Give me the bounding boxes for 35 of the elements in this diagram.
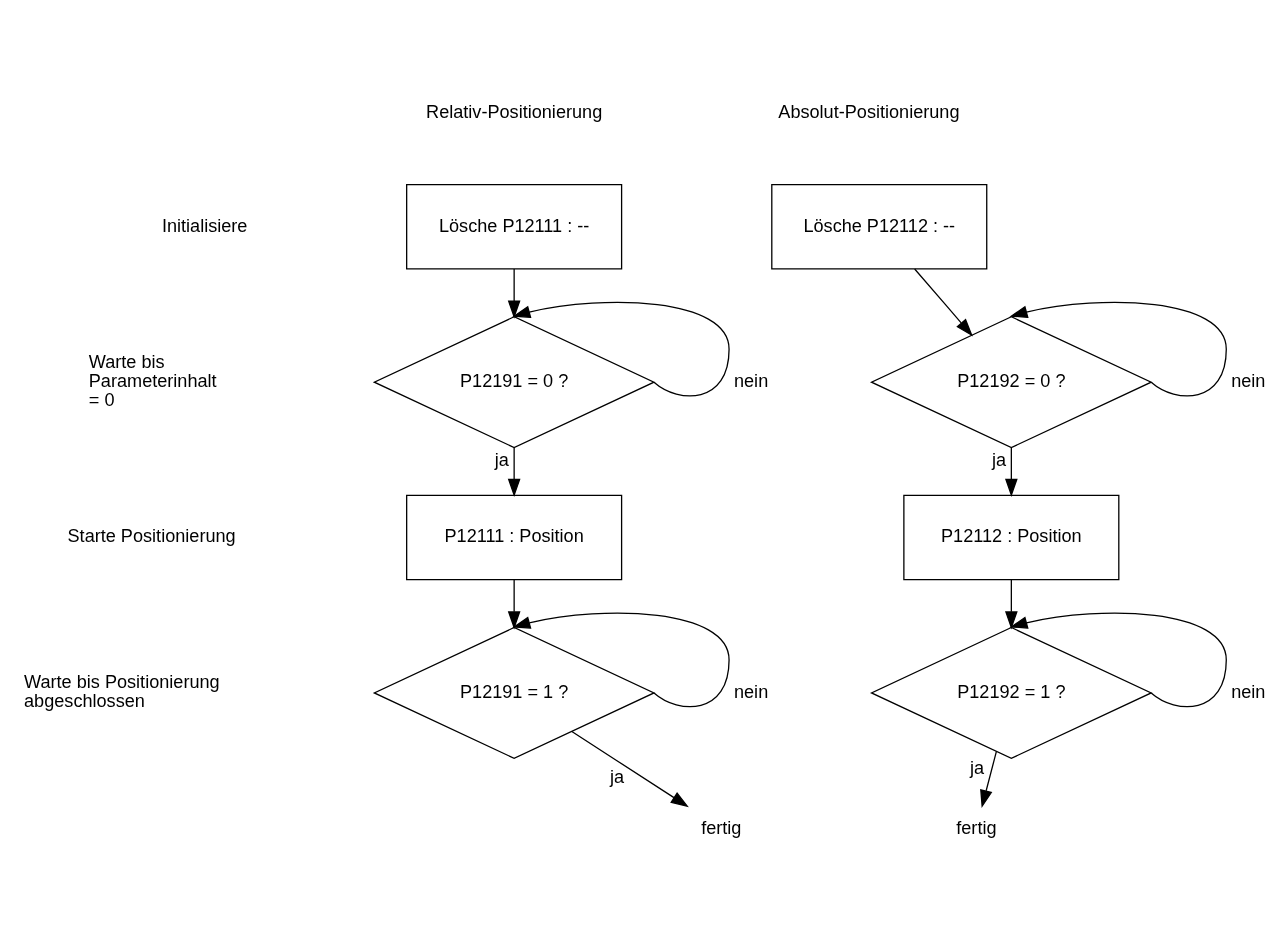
arrow xyxy=(507,447,521,497)
node-box: P12111 : Position xyxy=(406,494,623,581)
arrow xyxy=(1009,301,1227,397)
node-box: Lösche P12111 : -- xyxy=(406,184,623,270)
label: Relativ-Positionierung xyxy=(426,102,603,123)
label: Warte bis Positionierung abgeschlossen xyxy=(24,671,220,712)
edge-label: ja xyxy=(494,450,509,471)
node-box: P12112 : Position xyxy=(903,494,1120,581)
node-text: fertig xyxy=(701,818,742,839)
arrow xyxy=(571,730,689,808)
arrow xyxy=(507,268,521,319)
edge-label: nein xyxy=(1231,370,1266,391)
node-text: fertig xyxy=(956,818,997,839)
label: Absolut-Positionierung xyxy=(778,102,960,123)
node-diamond: P12191 = 0 ? xyxy=(372,316,656,449)
arrow xyxy=(914,268,973,337)
edge-label: nein xyxy=(733,370,769,391)
node-box: Lösche P12112 : -- xyxy=(771,184,988,270)
arrow xyxy=(1009,612,1227,708)
arrow xyxy=(1005,579,1018,630)
arrow xyxy=(507,579,521,630)
label: Starte Positionierung xyxy=(67,526,236,547)
arrow xyxy=(512,301,730,397)
arrow xyxy=(512,612,730,708)
edge-label: ja xyxy=(610,767,625,788)
label: Initialisiere xyxy=(161,215,248,236)
edge-label: ja xyxy=(969,757,984,778)
node-diamond: P12192 = 1 ? xyxy=(869,626,1153,759)
arrow xyxy=(980,750,998,809)
edge-label: nein xyxy=(1231,681,1266,702)
label: Warte bis Parameterinhalt = 0 xyxy=(88,351,217,411)
arrow xyxy=(1005,447,1018,497)
node-diamond: P12191 = 1 ? xyxy=(372,626,656,759)
edge-label: ja xyxy=(991,450,1007,471)
edge-label: nein xyxy=(733,681,769,702)
